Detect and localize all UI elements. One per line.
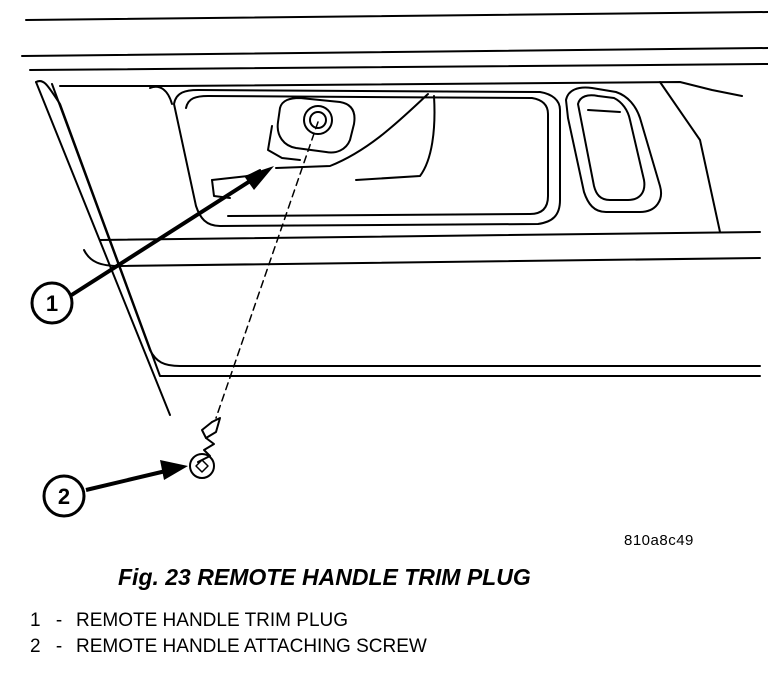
legend-item-1: 1 - REMOTE HANDLE TRIM PLUG [30, 608, 427, 634]
callout-2-leader [85, 460, 188, 492]
lock-pull-cup [565, 86, 662, 213]
trim-plug [267, 97, 356, 161]
figure-reference-code: 810a8c49 [624, 532, 694, 549]
handle-recess [173, 89, 561, 227]
attaching-screw [189, 417, 221, 479]
legend: 1 - REMOTE HANDLE TRIM PLUG 2 - REMOTE H… [30, 608, 427, 660]
callout-1-bubble: 1 [30, 281, 74, 325]
door-upper-trim [21, 11, 768, 71]
legend-item-1-label: REMOTE HANDLE TRIM PLUG [76, 610, 349, 631]
legend-item-2: 2 - REMOTE HANDLE ATTACHING SCREW [30, 634, 427, 660]
callout-1-leader [68, 166, 274, 298]
legend-item-1-separator: - [55, 610, 63, 631]
legend-item-2-separator: - [55, 636, 63, 657]
callout-1-number: 1 [46, 291, 58, 316]
legend-item-1-number: 1 [30, 610, 41, 631]
screw-alignment-line [215, 121, 319, 419]
legend-item-2-number: 2 [30, 636, 41, 657]
figure-caption: Fig. 23 REMOTE HANDLE TRIM PLUG [118, 564, 531, 590]
armrest-panel [35, 80, 761, 416]
door-panel-illustration: 1 2 [21, 11, 768, 518]
callout-2-number: 2 [58, 484, 70, 509]
legend-item-2-label: REMOTE HANDLE ATTACHING SCREW [76, 636, 427, 657]
remote-handle-lever [275, 93, 436, 181]
callout-2-bubble: 2 [42, 474, 86, 518]
